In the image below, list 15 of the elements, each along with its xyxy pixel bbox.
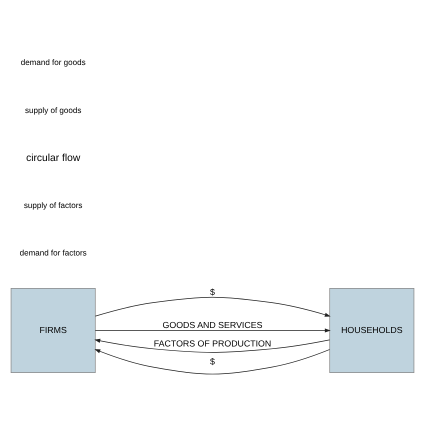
label: demand for factors (20, 248, 87, 258)
arrow (94, 348, 330, 374)
edge-label: $ (210, 286, 215, 297)
label: circular flow (26, 152, 80, 164)
edge-label: GOODS AND SERVICES (162, 320, 262, 330)
node-box: FIRMS (10, 288, 96, 372)
edge-label: $ (210, 356, 215, 366)
label: demand for goods (20, 58, 86, 67)
label: supply of goods (24, 105, 82, 114)
arrow (95, 296, 331, 316)
arrow (95, 328, 331, 332)
edge-label: FACTORS OF PRODUCTION (154, 338, 272, 348)
label: supply of factors (24, 200, 82, 210)
node-box: HOUSEHOLDS (329, 288, 414, 372)
arrow (94, 338, 330, 352)
